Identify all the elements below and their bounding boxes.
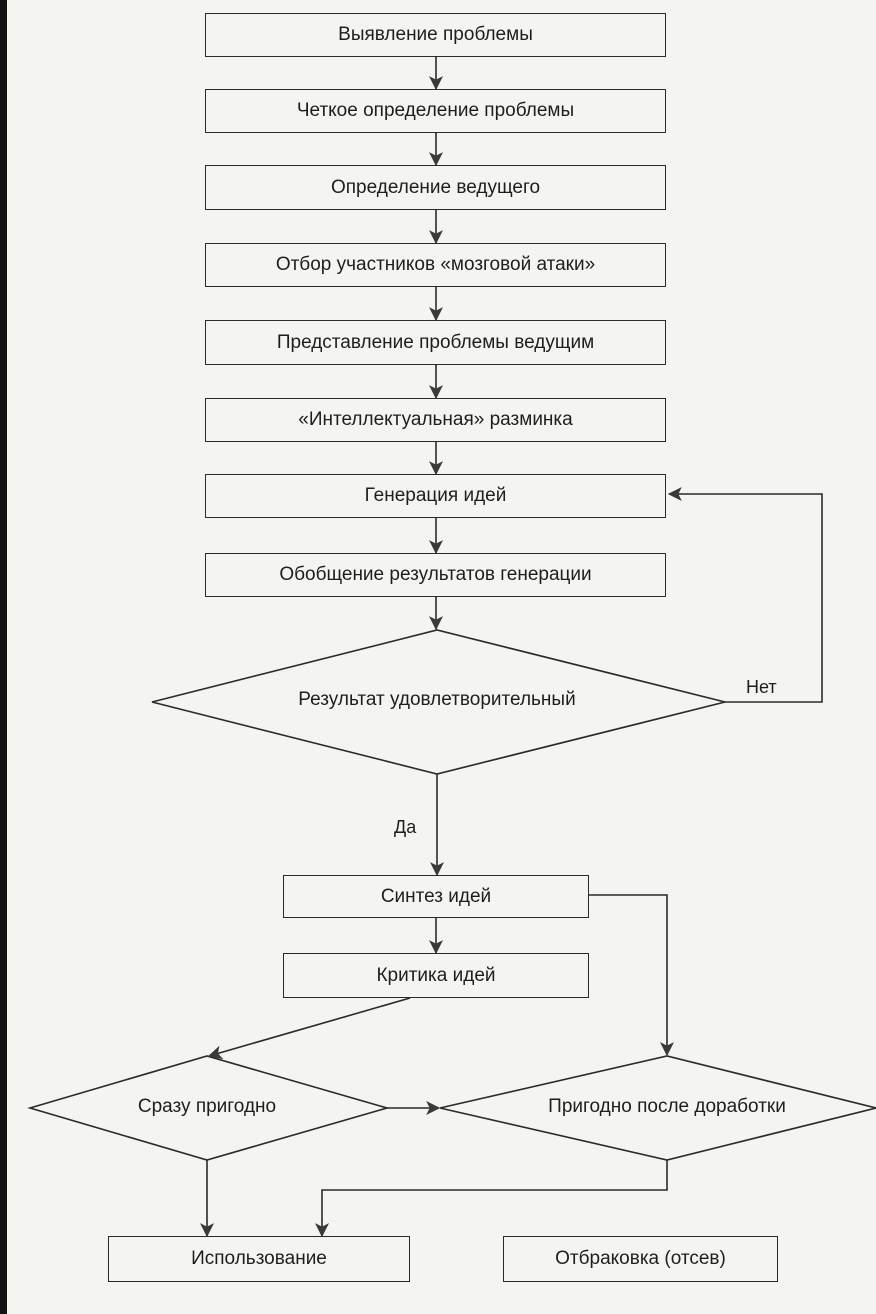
step-choose-leader: Определение ведущего — [205, 165, 666, 210]
step-synthesis: Синтез идей — [283, 875, 589, 918]
step-define-label: Четкое определение проблемы — [296, 100, 575, 121]
step-reject: Отбраковка (отсев) — [503, 1236, 778, 1282]
scan-edge — [0, 0, 7, 1314]
step-generate-label: Генерация идей — [364, 485, 507, 506]
step-reject-label: Отбраковка (отсев) — [555, 1248, 726, 1269]
step-critique-label: Критика идей — [376, 964, 496, 986]
step-summarize-results: Обобщение результатов генерации — [205, 553, 666, 597]
decision-diamond-fit-after — [439, 1055, 876, 1161]
step-critique: Критика идей — [283, 953, 589, 998]
step-leader-label: Определение ведущего — [330, 176, 541, 198]
branch-no-label: Нет — [746, 677, 777, 697]
step-generate-ideas: Генерация идей — [205, 474, 666, 518]
arrow-no-loop — [667, 487, 823, 703]
step-identify-label: Выявление проблемы — [338, 24, 533, 45]
step-warmup: «Интеллектуальная» разминка — [205, 398, 666, 442]
arrow-fitafter-use — [315, 1160, 668, 1238]
step-warmup-label: «Интеллектуальная» разминка — [298, 409, 573, 430]
step-participants-label: Отбор участников «мозговой атаки» — [275, 254, 596, 275]
step-use: Использование — [108, 1236, 410, 1282]
step-present-problem: Представление проблемы ведущим — [205, 320, 666, 365]
step-define-problem: Четкое определение проблемы — [205, 89, 666, 133]
step-synthesis-label: Синтез идей — [380, 885, 492, 907]
step-present-label: Представление проблемы ведущим — [276, 331, 595, 353]
arrow-synthesis-fitafter — [589, 894, 674, 1057]
step-summarize-label: Обобщение результатов генерации — [279, 564, 592, 585]
branch-yes-label: Да — [394, 817, 417, 837]
decision-fit-after-label: Пригодно после доработки — [548, 1096, 786, 1117]
step-select-participants: Отбор участников «мозговой атаки» — [205, 243, 666, 287]
step-use-label: Использование — [191, 1248, 327, 1269]
step-identify-problem: Выявление проблемы — [205, 13, 666, 57]
decision-result-label: Результат удовлетворительный — [298, 689, 576, 710]
decision-fit-now-label: Сразу пригодно — [137, 1096, 277, 1117]
arrow-critique-fitnow — [207, 997, 411, 1060]
